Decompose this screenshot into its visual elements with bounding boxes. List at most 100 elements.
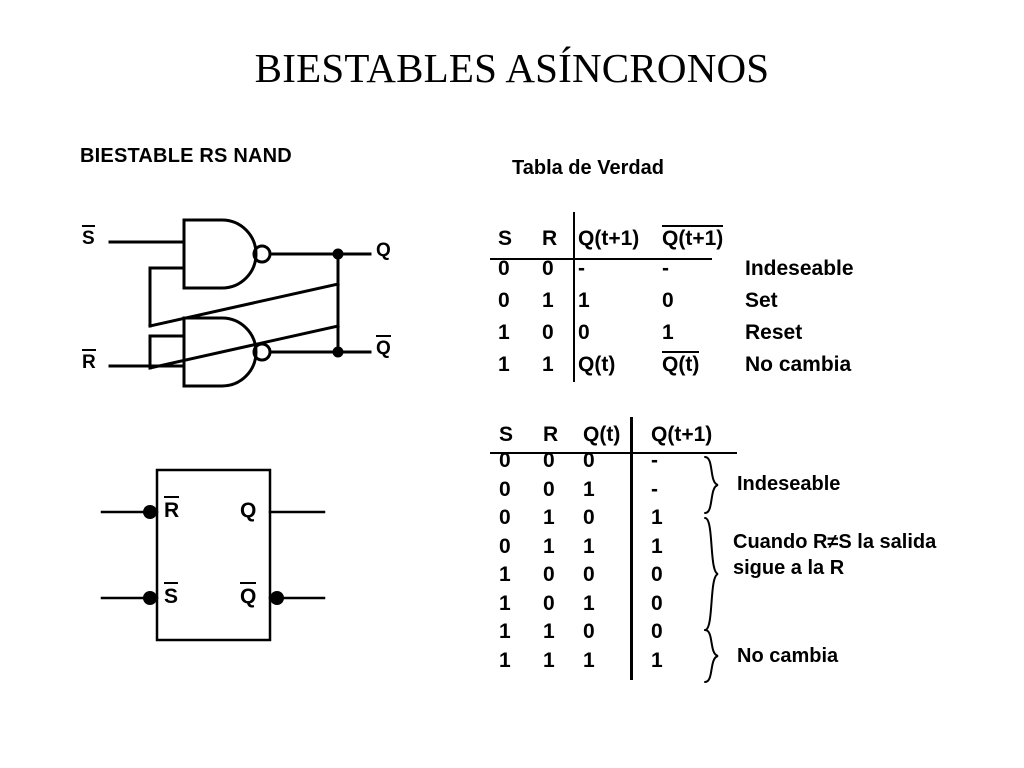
table2-cell-s: 0 — [499, 506, 511, 529]
block-rbar-text: R — [164, 496, 180, 522]
rs-latch-block-symbol: R S Q Q — [92, 442, 392, 674]
annotation-no-cambia: No cambia — [737, 645, 839, 667]
junction-dot-qbar — [332, 346, 344, 358]
terminal-dot-qbar — [270, 591, 284, 605]
circuit-output-label-qbar: Q — [376, 335, 391, 360]
table2-cell-s: 1 — [499, 648, 511, 672]
terminal-dot-sbar — [143, 591, 157, 605]
truth-table-caption: Tabla de Verdad — [512, 157, 664, 179]
qbar-text: Q — [376, 335, 391, 359]
table1-header-r: R — [542, 227, 558, 250]
section-heading: BIESTABLE RS NAND — [80, 145, 292, 167]
table1-cell-s: 1 — [498, 321, 510, 344]
table2-cell-qnext: 1 — [651, 534, 663, 558]
table1-cell-qbar: Q(t) — [662, 351, 700, 376]
block-q-text: Q — [240, 499, 257, 522]
annotation-cuando-rs-line1: Cuando R≠S la salida — [733, 531, 937, 553]
table2-cell-qt: 0 — [583, 620, 595, 643]
table1-cell-qbar-text: Q(t) — [662, 351, 700, 376]
table2-cell-qt: 0 — [583, 506, 595, 529]
table1-note: Indeseable — [745, 257, 854, 280]
sbar-text: S — [82, 225, 95, 249]
table1-cell-q: - — [578, 257, 585, 280]
page-title: BIESTABLES ASÍNCRONOS — [254, 45, 770, 91]
table1-header-qnext: Q(t+1) — [578, 227, 640, 250]
table2-cell-s: 0 — [499, 477, 511, 501]
nand-gate-top-body — [182, 218, 258, 290]
table2-vertical-rule — [630, 417, 633, 680]
table2-cell-qnext: 1 — [651, 506, 663, 529]
table1-note: Reset — [745, 321, 803, 344]
table2-cell-s: 1 — [499, 563, 511, 586]
block-qbar-text: Q — [240, 582, 257, 608]
block-rectangle — [155, 468, 272, 642]
table2-cell-r: 0 — [543, 477, 555, 501]
table2-cell-r: 1 — [543, 534, 555, 558]
circuit-input-label-sbar: S — [82, 225, 95, 250]
table2-cell-s: 0 — [499, 534, 511, 558]
block-output-label-qbar: Q — [240, 582, 257, 609]
table2-cell-qnext: 0 — [651, 563, 663, 586]
table2-cell-qt: 1 — [583, 534, 595, 558]
table1-header-qbarnext: Q(t+1) — [662, 225, 724, 250]
table2-cell-qt: 0 — [583, 449, 595, 472]
table2-cell-qt: 0 — [583, 563, 595, 586]
table2-header-qt: Q(t) — [583, 423, 621, 446]
table1-note: No cambia — [745, 353, 852, 376]
table1-cell-qbar: 1 — [662, 321, 674, 344]
table1-cell-r: 0 — [542, 321, 554, 344]
table2-cell-r: 1 — [543, 506, 555, 529]
table1-cell-r: 1 — [542, 353, 554, 376]
brace-no-cambia — [704, 629, 719, 683]
table2-cell-qnext: - — [651, 477, 658, 501]
rs-latch-block-schematic — [100, 468, 326, 642]
table1-cell-r: 1 — [542, 289, 554, 312]
table2-cell-s: 1 — [499, 591, 511, 615]
table1-cell-q: Q(t) — [578, 353, 616, 376]
table2-cell-qnext: 0 — [651, 591, 663, 615]
table2-header-rule — [490, 452, 737, 454]
table1-cell-s: 0 — [498, 289, 510, 312]
table2-header-r: R — [543, 423, 559, 446]
nand-latch-schematic — [108, 218, 372, 388]
table2-cell-qnext: - — [651, 449, 658, 472]
table2-cell-r: 1 — [543, 620, 555, 643]
circuit-input-label-rbar: R — [82, 349, 96, 374]
table1-cell-q: 0 — [578, 321, 590, 344]
table2-cell-qt: 1 — [583, 477, 595, 501]
table2-cell-qnext: 1 — [651, 648, 663, 672]
brace-cuando-rs — [704, 517, 719, 631]
q-text: Q — [376, 240, 391, 261]
table1-cell-r: 0 — [542, 257, 554, 280]
block-input-label-rbar: R — [164, 496, 180, 523]
table2-cell-qt: 1 — [583, 591, 595, 615]
block-sbar-text: S — [164, 582, 179, 608]
table1-header-qbarnext-text: Q(t+1) — [662, 225, 724, 250]
table2-header-qnext: Q(t+1) — [651, 423, 713, 446]
table2-cell-r: 0 — [543, 449, 555, 472]
block-output-label-q: Q — [240, 499, 256, 523]
table2-cell-qnext: 0 — [651, 620, 663, 643]
circuit-output-label-q: Q — [376, 240, 391, 262]
table1-cell-qbar: 0 — [662, 289, 674, 312]
annotation-cuando-rs-line2: sigue a la R — [733, 557, 845, 579]
junction-dot-q — [332, 248, 344, 260]
table1-header-rule — [490, 258, 712, 260]
terminal-dot-rbar — [143, 505, 157, 519]
rbar-text: R — [82, 349, 96, 373]
table2-cell-r: 0 — [543, 563, 555, 586]
table2-cell-qt: 1 — [583, 648, 595, 672]
table2-header-s: S — [499, 423, 514, 446]
table2-cell-r: 0 — [543, 591, 555, 615]
table1-header-s: S — [498, 227, 513, 250]
table1-cell-s: 0 — [498, 257, 510, 280]
annotation-indeseable: Indeseable — [737, 473, 841, 495]
table1-cell-qbar: - — [662, 257, 669, 280]
table1-vertical-rule — [573, 212, 575, 382]
brace-indeseable — [704, 456, 719, 514]
wire-qbar-feedback-cross — [148, 282, 340, 328]
nand-latch-circuit: S R Q Q — [70, 208, 410, 398]
block-input-label-sbar: S — [164, 582, 179, 609]
table1-cell-q: 1 — [578, 289, 590, 312]
